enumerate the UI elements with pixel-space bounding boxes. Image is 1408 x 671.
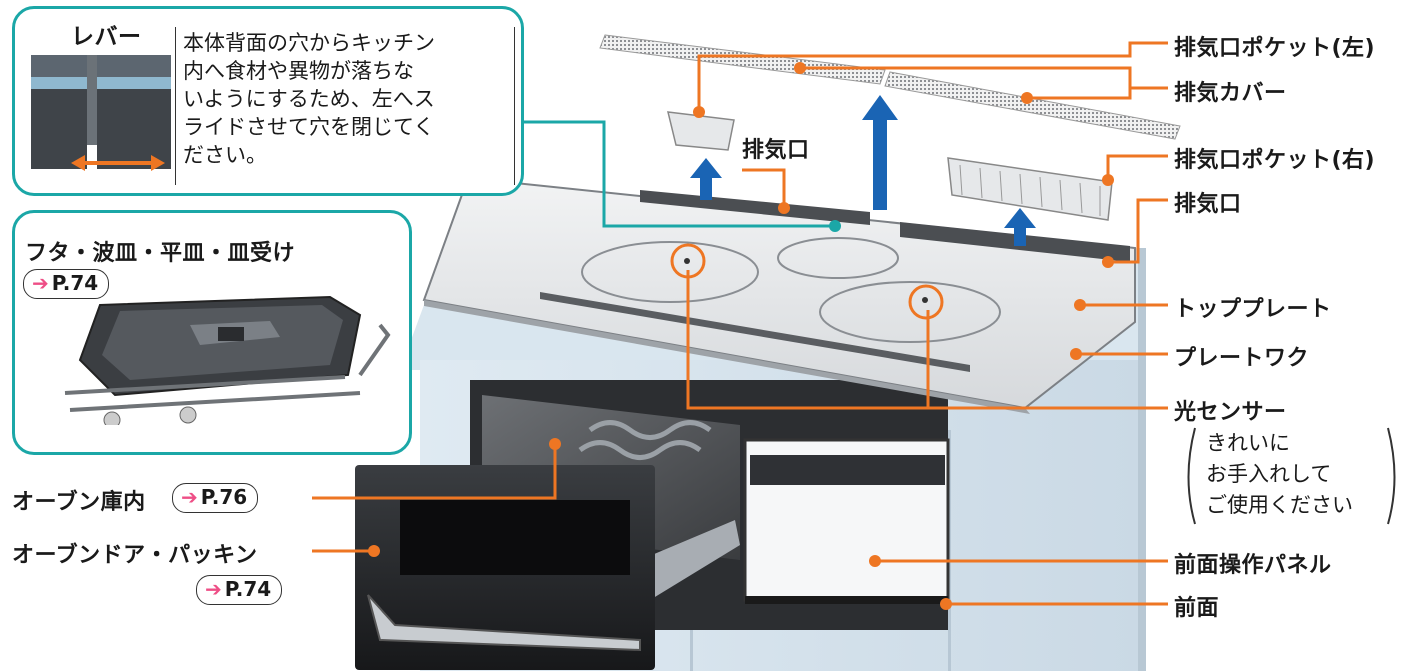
leader-lines [312,41,1168,606]
lid-tray-ref[interactable]: ➔P.74 [23,269,110,299]
exhaust-cover-parts [599,34,1181,140]
sensor-note-line: ご使用ください [1206,493,1353,517]
lever-note-line: ださい。 [183,143,267,167]
label-exhaust-cover: 排気カバー [1174,81,1287,106]
arrow-right-icon: ➔ [205,577,222,601]
up-arrow-icon [690,95,1036,246]
oven-door-ref[interactable]: ➔P.74 [196,575,283,605]
lever-note-line: 本体背面の穴からキッチン [183,31,435,55]
lever-note-line: ライドさせて穴を閉じてく [183,115,435,139]
sensor-rings [670,243,944,320]
lever-title: レバー [71,24,142,50]
lever-note-line: いようにするため、左へス [183,87,435,111]
label-exhaust-pocket-right: 排気口ポケット(右) [1174,148,1376,173]
label-exhaust-port-center: 排気口 [742,138,810,163]
sensor-note-line: お手入れして [1206,462,1332,486]
label-plate-frame: プレートワク [1174,346,1310,371]
leader-dots [368,62,1114,610]
label-front-panel: 前面操作パネル [1174,553,1332,578]
lever-note-line: 内へ食材や異物が落ちな [183,59,414,83]
arrow-right-icon: ➔ [181,485,198,509]
light-sensor-note: きれいに お手入れして ご使用ください [1200,428,1386,521]
sensor-note-line: きれいに [1206,431,1290,455]
lever-diagram [31,55,171,171]
arrow-right-icon: ➔ [32,271,49,295]
ref-page: P.74 [51,271,99,295]
lid-tray-title: フタ・波皿・平皿・皿受け [25,241,296,266]
ref-page: P.74 [224,577,272,601]
label-exhaust-port-right: 排気口 [1174,192,1242,217]
ref-page: P.76 [200,485,248,509]
lever-note: 本体背面の穴からキッチン 内へ食材や異物が落ちな いようにするため、左へス ライ… [183,29,435,169]
exhaust-pockets [667,111,1113,221]
label-front: 前面 [1174,596,1220,621]
lid-tray-callout: フタ・波皿・平皿・皿受け ➔P.74 [12,210,412,455]
label-light-sensor: 光センサー [1174,400,1287,425]
lever-callout: レバー 本体背面の穴からキッチン 内へ食材や異物が落ちな いようにするため、左へ… [12,6,524,196]
oven-door [355,465,740,670]
label-oven-interior: オーブン庫内 [12,490,146,515]
lever-connector [520,120,835,228]
label-oven-door: オーブンドア・パッキン [12,543,258,568]
oven-interior-ref[interactable]: ➔P.76 [172,483,259,513]
lid-tray-illustration [64,295,391,425]
label-exhaust-pocket-left: 排気口ポケット(左) [1174,36,1376,61]
label-top-plate: トッププレート [1174,297,1332,322]
